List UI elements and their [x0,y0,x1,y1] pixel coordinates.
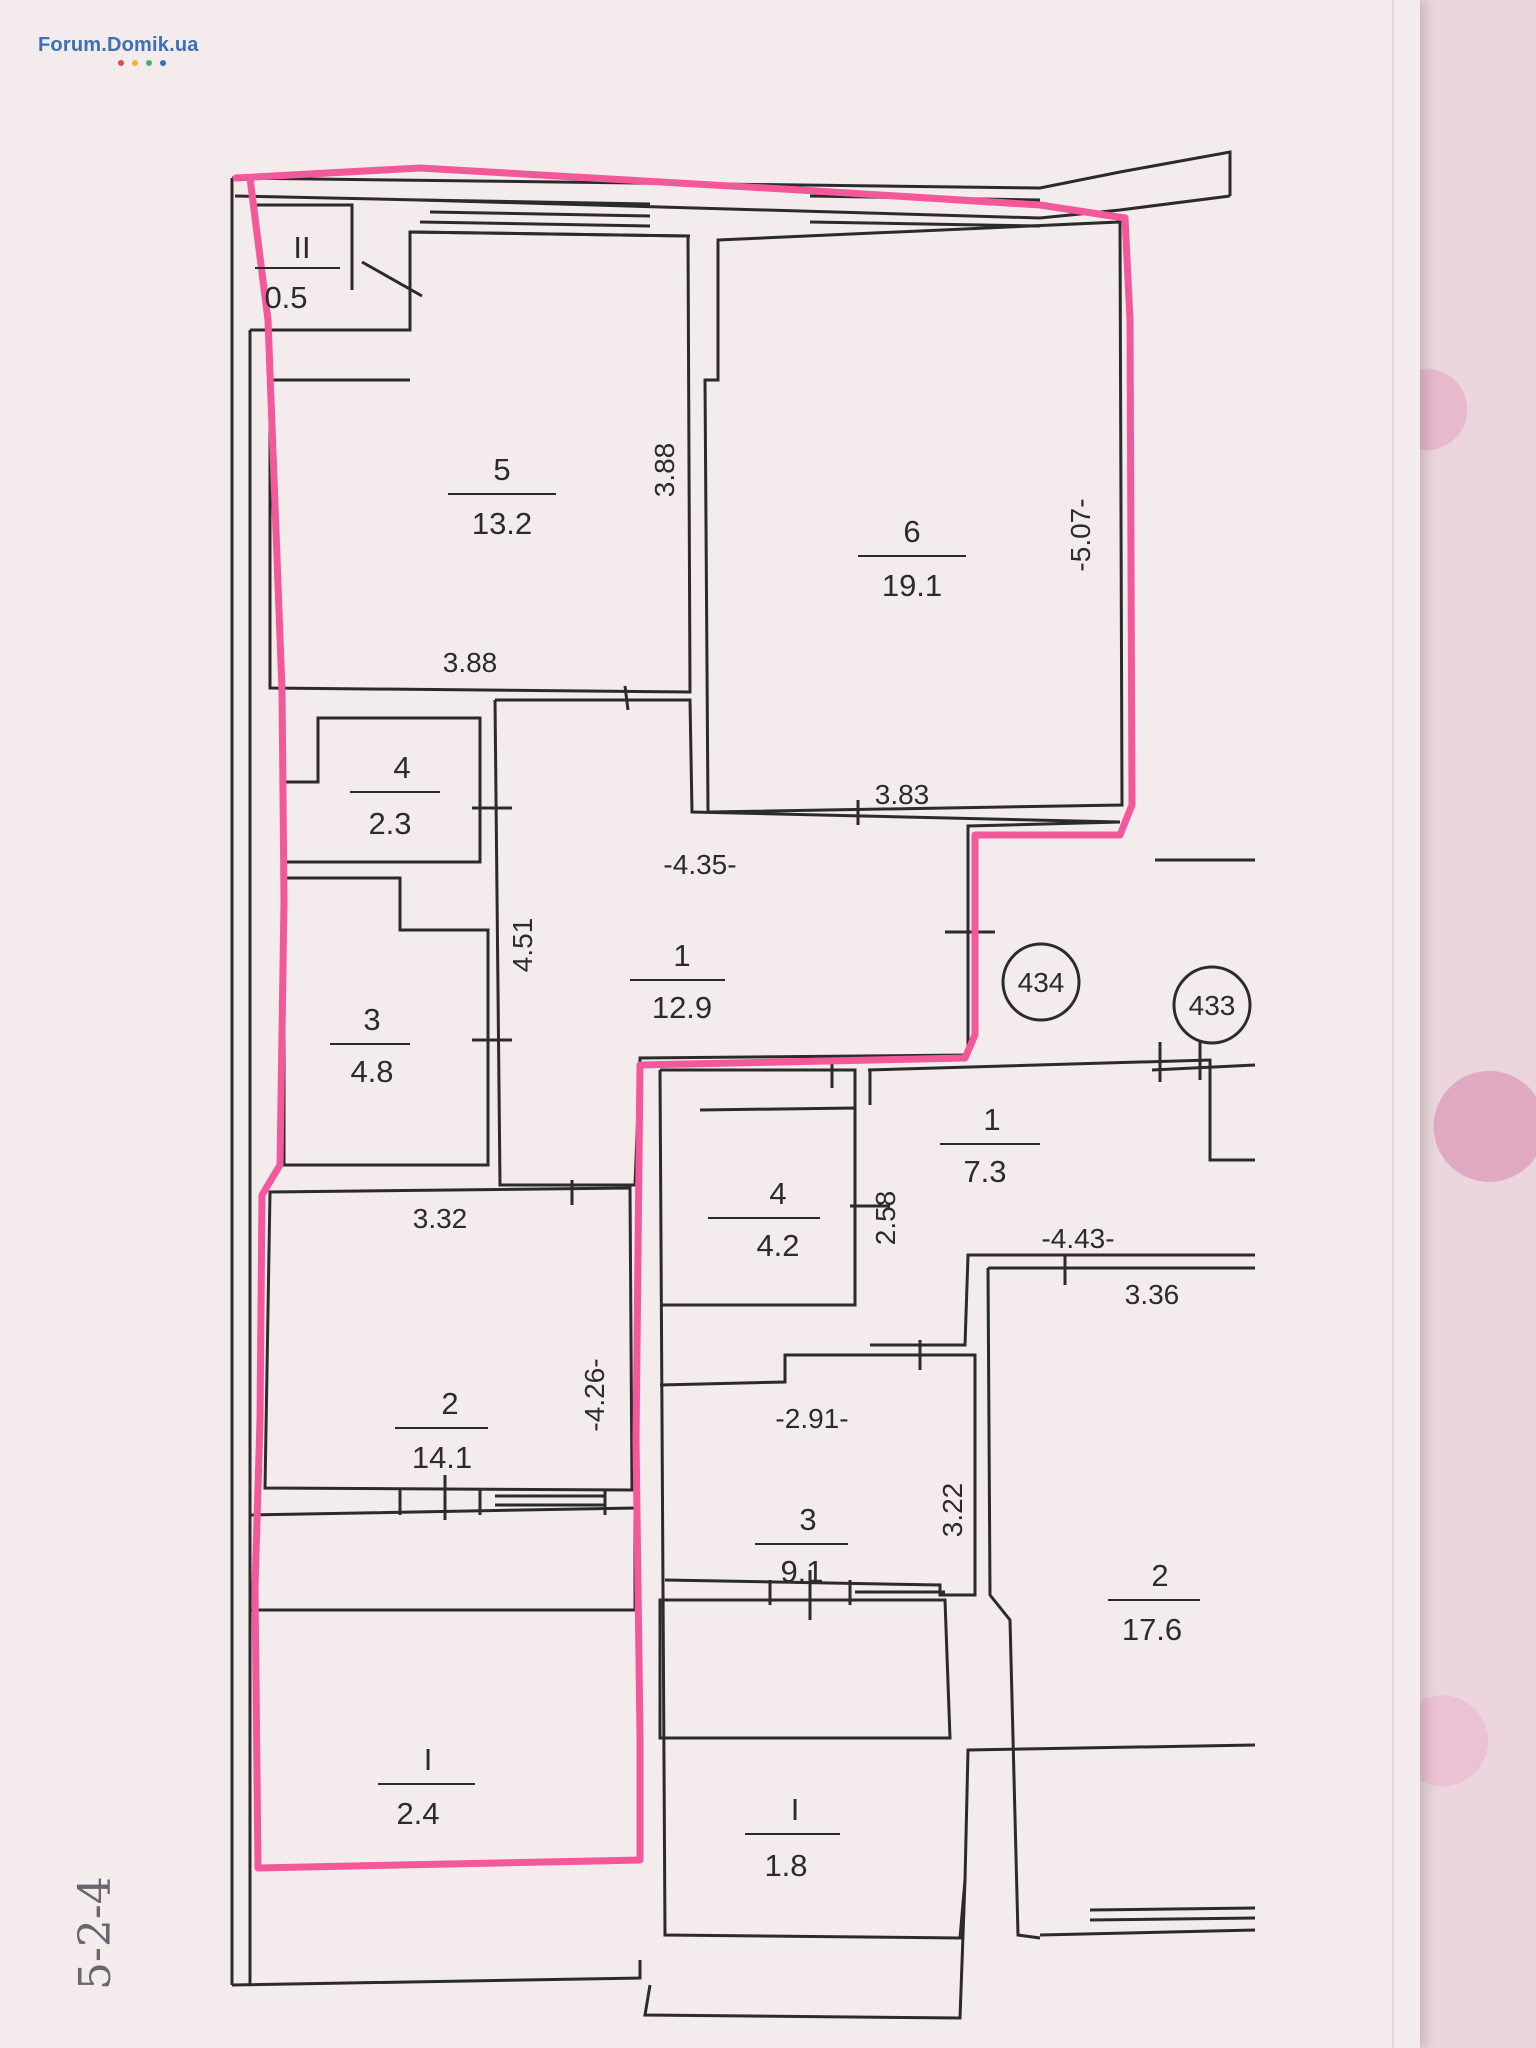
watermark-dots [118,60,166,66]
room-number: 2 [1151,1558,1168,1593]
room-3-434-walls [282,876,490,1167]
outer-wall-bottom [231,1879,1256,2020]
watermark-text: Forum.Domik.ua [38,34,199,56]
dimension-room-3-433-width: -2.91- [775,1403,848,1434]
room-number: 2 [441,1386,458,1421]
room-label-I-left: I 2.4 [378,1742,475,1831]
paper-sheet [0,0,1420,2048]
dimension-room-1-width: -4.35- [663,849,736,880]
room-area: 2.3 [368,806,411,841]
door-marks [361,260,1202,1620]
room-area: 9.1 [780,1554,823,1589]
room-area: 0.5 [264,280,307,315]
room-label-I-433: I 1.8 [745,1792,840,1883]
room-5-walls [268,230,692,694]
room-number: 3 [799,1502,816,1537]
room-area: 7.3 [963,1154,1006,1189]
room-number: II [293,230,310,265]
apartment-number-text: 434 [1018,967,1065,998]
room-label-6: 6 19.1 [858,514,966,603]
paper-fold [1392,0,1394,2048]
room-number: 5 [493,452,510,487]
room-number: I [791,1792,800,1827]
room-label-3: 3 4.8 [330,1002,410,1089]
room-label-4: 4 2.3 [350,750,440,841]
dimension-room-1-433-width: -4.43- [1041,1223,1114,1254]
room-number: 1 [983,1102,1000,1137]
room-area: 14.1 [412,1440,472,1475]
room-label-3-433: 3 9.1 [755,1502,848,1589]
watermark-dot [146,60,152,66]
watermark-dot [118,60,124,66]
room-label-1-433: 1 7.3 [940,1102,1040,1189]
room-label-2: 2 14.1 [395,1386,488,1475]
dimension-room-6-height: -5.07- [1065,498,1096,571]
room-number: I [424,1742,433,1777]
room-number: 4 [769,1176,786,1211]
balcony-I-433 [658,1580,952,1740]
room-2-433-walls [986,1266,1255,1940]
room-area: 2.4 [396,1796,439,1831]
room-number: 3 [363,1002,380,1037]
room-area: 19.1 [882,568,942,603]
handwritten-note: 5-2-4 [70,1876,121,1990]
dimension-room-5-height: 3.88 [649,443,680,498]
room-label-5: 5 13.2 [448,452,556,541]
dimension-labels: 3.88 3.88 -5.07- 3.83 -4.35- 4.51 3.32 -… [413,443,1180,1538]
room-2-434-walls [263,1186,634,1492]
watermark-dot [132,60,138,66]
apartment-number-434: 434 [1001,942,1081,1022]
walls [230,150,1256,2020]
watermark-dot [160,60,166,66]
outer-wall-left [230,178,252,1985]
window-top [419,194,1041,228]
room-number: 1 [673,938,690,973]
dimension-room-3-433-height: 3.22 [937,1483,968,1538]
dimension-room-2-height: -4.26- [579,1358,610,1431]
highlight-boundary [232,164,1136,1872]
room-label-2-433: 2 17.6 [1108,1558,1200,1647]
room-1-walls [493,698,1121,1187]
room-label-4-433: 4 4.2 [708,1176,820,1263]
room-labels: II 0.5 5 13.2 6 19.1 4 2.3 3 4.8 1 12.9 [255,230,1200,1883]
balcony-I-left [248,1490,637,1612]
room-area: 17.6 [1122,1612,1182,1647]
room-1-433-walls [867,1058,1255,1347]
apartment-number-433: 433 [1172,965,1252,1045]
room-3-433-walls [659,1353,977,1597]
room-label-II: II 0.5 [255,230,340,315]
room-area: 12.9 [652,990,712,1025]
dimension-room-2-width: 3.32 [413,1203,468,1234]
room-number: 6 [903,514,920,549]
room-area: 13.2 [472,506,532,541]
room-area: 4.2 [756,1228,799,1263]
dimension-room-1-height: 4.51 [507,918,538,973]
room-4-433-walls [660,1106,857,1307]
outer-wall-top [231,150,1232,220]
dimension-room-5-width: 3.88 [443,647,498,678]
room-number: 4 [393,750,410,785]
dimension-room-4-433-height: 2.58 [870,1191,901,1246]
room-area: 4.8 [350,1054,393,1089]
dimension-room-6-width: 3.83 [875,779,930,810]
apartment-number-text: 433 [1189,990,1236,1021]
dimension-room-2-433-width: 3.36 [1125,1279,1180,1310]
stair-walls [1151,858,1256,1072]
room-area: 1.8 [764,1848,807,1883]
room-label-1: 1 12.9 [630,938,725,1025]
